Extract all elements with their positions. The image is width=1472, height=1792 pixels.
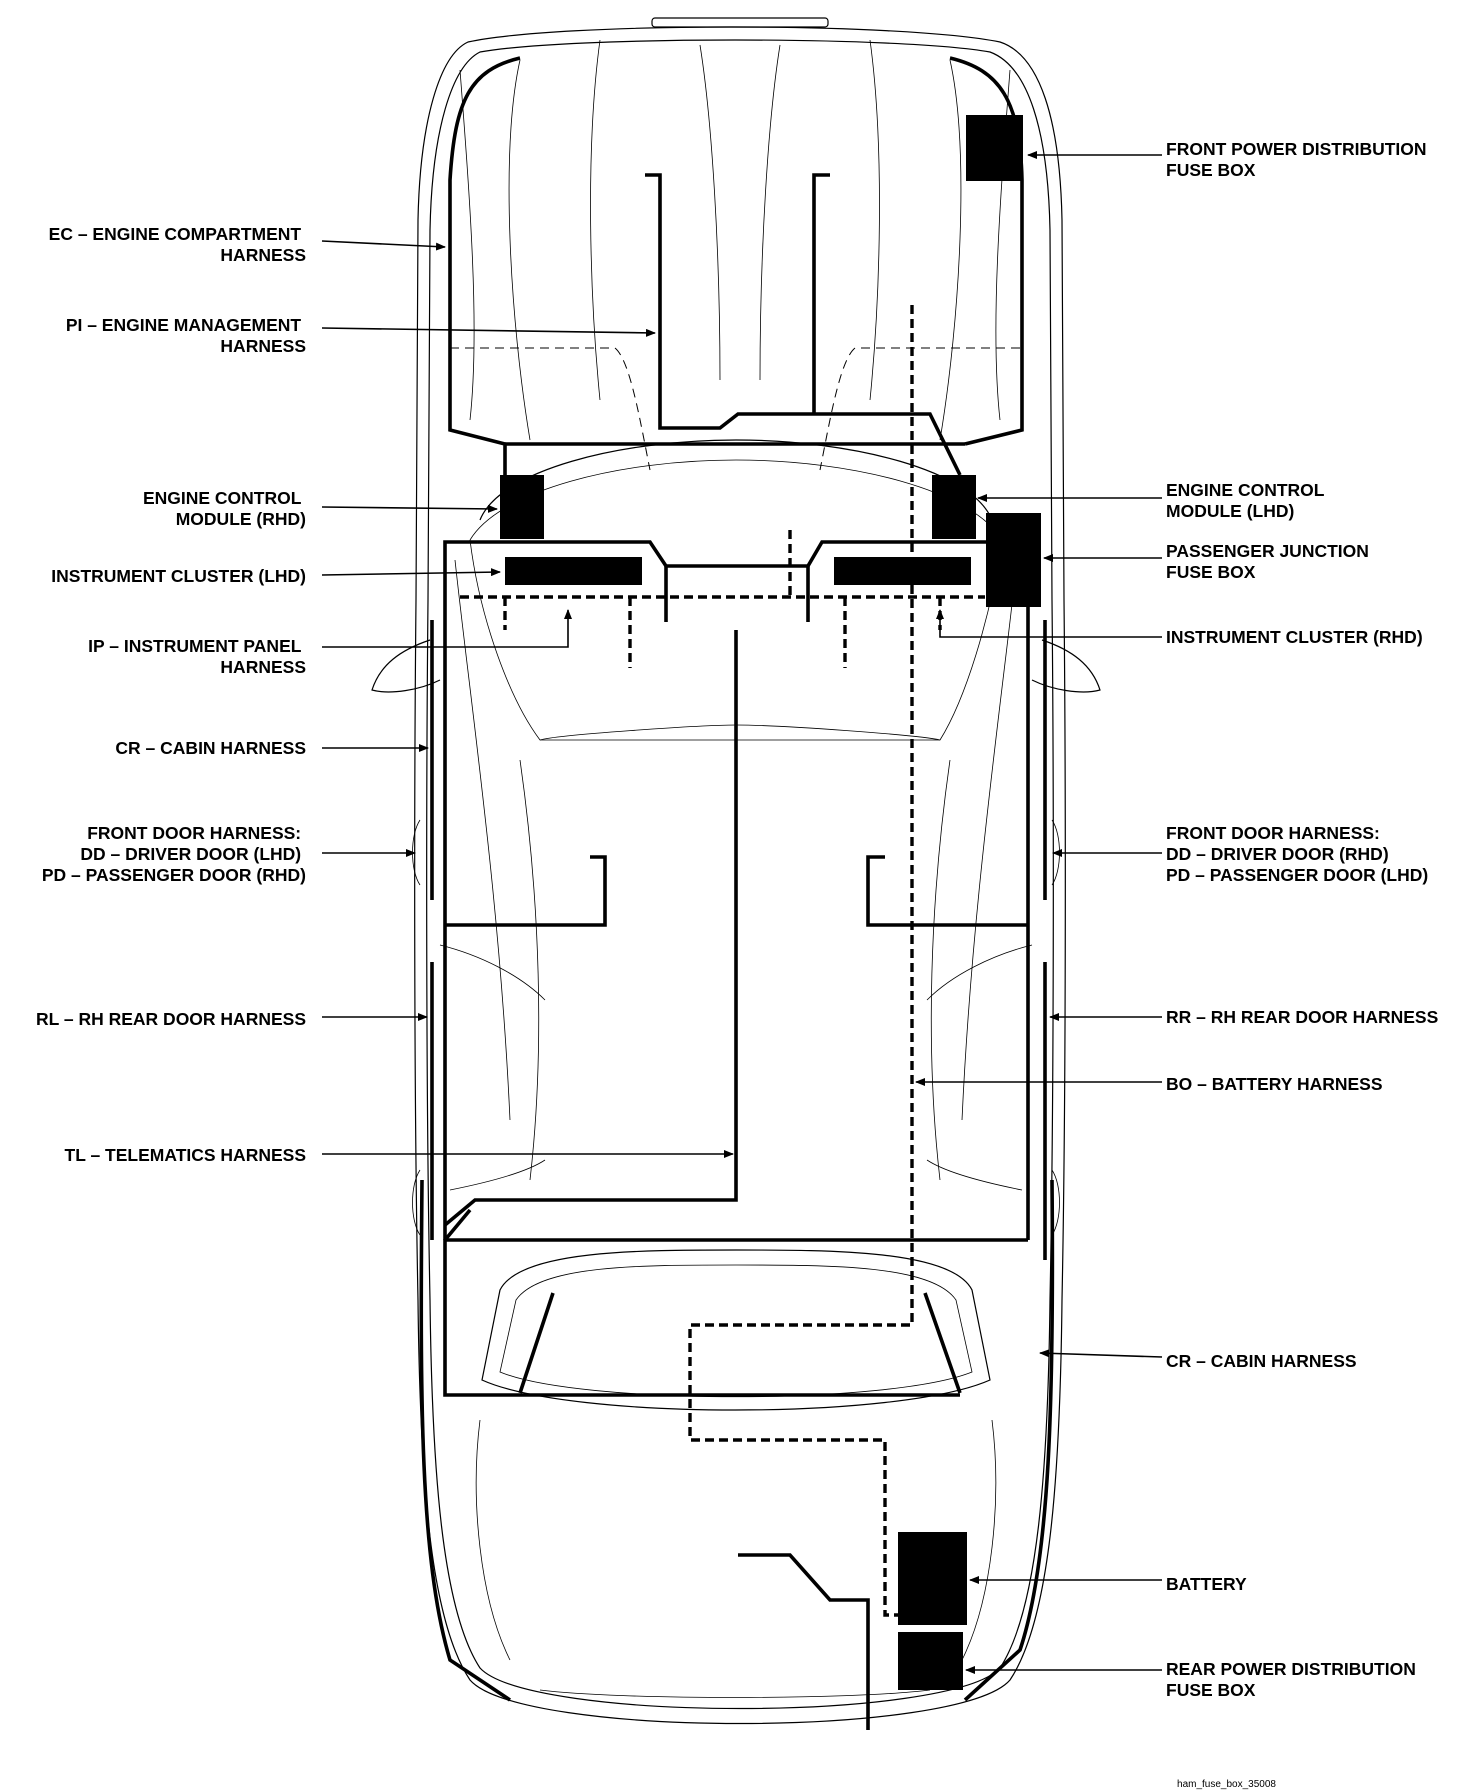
rear-power-distribution-box: [898, 1632, 963, 1690]
label-rear-power-distribution: REAR POWER DISTRIBUTION FUSE BOX: [1166, 1659, 1421, 1700]
passenger-junction-fuse-box: [986, 513, 1041, 607]
instrument-cluster-rhd: [834, 557, 971, 585]
figure-id: ham_fuse_box_35008: [1177, 1779, 1276, 1790]
harness-routing: [419, 56, 1055, 1730]
battery-block: [898, 1532, 967, 1625]
label-engine-management: PI – ENGINE MANAGEMENT HARNESS: [66, 315, 306, 356]
label-front-door-left: FRONT DOOR HARNESS: DD – DRIVER DOOR (LH…: [42, 823, 306, 885]
labels: FRONT POWER DISTRIBUTION FUSE BOX ENGINE…: [36, 139, 1438, 1790]
label-instrument-cluster-lhd: INSTRUMENT CLUSTER (LHD): [51, 566, 306, 586]
label-passenger-junction: PASSENGER JUNCTION FUSE BOX: [1166, 541, 1374, 582]
label-rl-rear-door: RL – RH REAR DOOR HARNESS: [36, 1009, 306, 1029]
label-battery-harness: BO – BATTERY HARNESS: [1166, 1074, 1383, 1094]
label-telematics: TL – TELEMATICS HARNESS: [65, 1145, 306, 1165]
label-ip-harness: IP – INSTRUMENT PANEL HARNESS: [88, 636, 306, 677]
modules: [500, 115, 1041, 1690]
label-battery: BATTERY: [1166, 1574, 1247, 1594]
engine-control-module-lhd: [932, 475, 976, 539]
label-engine-control-module-lhd: ENGINE CONTROL MODULE (LHD): [1166, 480, 1329, 521]
label-engine-control-module-rhd: ENGINE CONTROL MODULE (RHD): [143, 488, 306, 529]
instrument-cluster-lhd: [505, 557, 642, 585]
label-rr-rear-door: RR – RH REAR DOOR HARNESS: [1166, 1007, 1438, 1027]
label-cr-cabin-right: CR – CABIN HARNESS: [1166, 1351, 1357, 1371]
engine-control-module-rhd: [500, 475, 544, 539]
label-cr-cabin-left: CR – CABIN HARNESS: [115, 738, 306, 758]
front-power-distribution-box: [966, 115, 1023, 181]
label-instrument-cluster-rhd: INSTRUMENT CLUSTER (RHD): [1166, 627, 1423, 647]
label-engine-compartment: EC – ENGINE COMPARTMENT HARNESS: [49, 224, 306, 265]
label-front-door-right: FRONT DOOR HARNESS: DD – DRIVER DOOR (RH…: [1166, 823, 1428, 885]
leader-lines: [321, 151, 1163, 1674]
label-front-power-distribution: FRONT POWER DISTRIBUTION FUSE BOX: [1166, 139, 1431, 180]
